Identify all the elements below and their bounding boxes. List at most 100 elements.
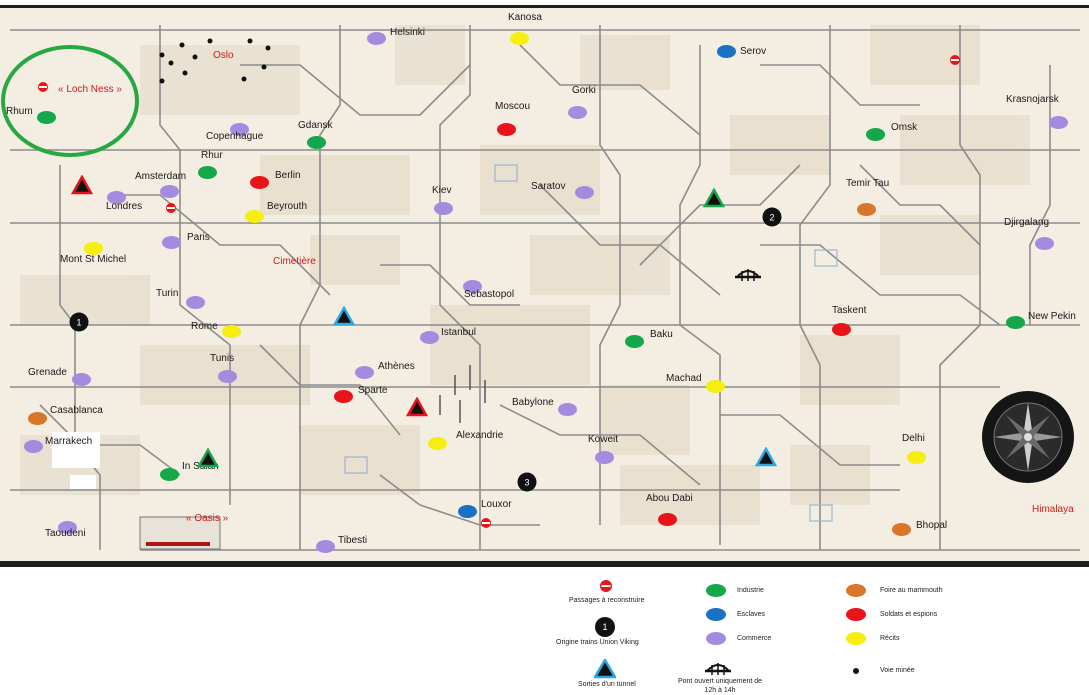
city-marker-londres[interactable] (107, 191, 126, 204)
city-label-oslo: Oslo (213, 50, 234, 61)
legend-voie-icon (853, 668, 859, 674)
city-marker-saratov[interactable] (575, 186, 594, 199)
bridge-icon[interactable] (733, 263, 763, 283)
tunnel-exit-marker[interactable] (755, 447, 777, 467)
city-marker-kanosa[interactable] (510, 32, 529, 45)
city-marker-istanbul[interactable] (420, 331, 439, 344)
city-marker-rhum[interactable] (37, 111, 56, 124)
city-marker-grenade[interactable] (72, 373, 91, 386)
city-marker-moscou[interactable] (497, 123, 516, 136)
city-marker-taskent[interactable] (832, 323, 851, 336)
legend-esclaves-label: Esclaves (737, 611, 766, 618)
legend: Passages à reconstruire 1 Origine trains… (0, 567, 1089, 695)
city-marker-kiev[interactable] (434, 202, 453, 215)
city-marker-casablanca[interactable] (28, 412, 47, 425)
city-marker-gdansk[interactable] (307, 136, 326, 149)
blank-patch (52, 432, 100, 468)
tunnel-exit-marker[interactable] (71, 175, 93, 195)
city-label-sebastopol: Sebastopol (464, 289, 515, 300)
passage-marker[interactable] (949, 54, 961, 66)
city-marker-new-pekin[interactable] (1006, 316, 1025, 329)
city-marker-djirgalang[interactable] (1035, 237, 1054, 250)
city-label-louxor: Louxor (481, 499, 512, 510)
city-marker-sebastopol[interactable] (463, 280, 482, 293)
city-marker-tibesti[interactable] (316, 540, 335, 553)
city-marker-rome[interactable] (222, 325, 241, 338)
viking-origin-marker[interactable]: 1 (69, 312, 89, 332)
city-marker-temir-tau[interactable] (857, 203, 876, 216)
city-label-casablanca: Casablanca (50, 405, 103, 416)
city-label-tibesti: Tibesti (338, 535, 368, 546)
city-label-himalaya: Himalaya (1032, 504, 1074, 515)
city-label-grenade: Grenade (28, 367, 67, 378)
city-marker-delhi[interactable] (907, 451, 926, 464)
legend-soldats-swatch (846, 608, 866, 621)
city-marker-tunis[interactable] (218, 370, 237, 383)
legend-recits-swatch (846, 632, 866, 645)
faint-symbols (344, 164, 838, 522)
city-marker-copenhague[interactable] (230, 123, 249, 136)
city-label-amsterdam: Amsterdam (135, 171, 187, 182)
city-marker-marrakech[interactable] (24, 440, 43, 453)
tunnel-exit-marker[interactable] (333, 306, 355, 326)
city-label-mont-st-michel: Mont St Michel (60, 254, 127, 265)
blank-patch (70, 475, 96, 489)
city-label-moscou: Moscou (495, 101, 531, 112)
city-marker-sparte[interactable] (334, 390, 353, 403)
city-marker-amsterdam[interactable] (160, 185, 179, 198)
city-marker-rhur[interactable] (198, 166, 217, 179)
passage-marker[interactable] (480, 517, 492, 529)
city-marker-turin[interactable] (186, 296, 205, 309)
city-marker-baku[interactable] (625, 335, 644, 348)
legend-industrie-swatch (706, 584, 726, 597)
passage-marker[interactable] (165, 202, 177, 214)
city-marker-athènes[interactable] (355, 366, 374, 379)
city-marker-koweit[interactable] (595, 451, 614, 464)
city-label-taskent: Taskent (832, 305, 867, 316)
city-label-new-pekin: New Pekin (1028, 311, 1076, 322)
city-marker-berlin[interactable] (250, 176, 269, 189)
city-marker-louxor[interactable] (458, 505, 477, 518)
city-marker-mont-st-michel[interactable] (84, 242, 103, 255)
city-label-istanbul: Istanbul (441, 327, 477, 338)
city-marker-serov[interactable] (717, 45, 736, 58)
city-marker-helsinki[interactable] (367, 32, 386, 45)
city-marker-omsk[interactable] (866, 128, 885, 141)
palm-trees (439, 365, 486, 423)
city-label-serov: Serov (740, 46, 767, 57)
city-marker-taoudeni[interactable] (58, 521, 77, 534)
city-label-sparte: Sparte (358, 385, 388, 396)
tunnel-exit-marker[interactable] (703, 188, 725, 208)
city-marker-in-salah[interactable] (160, 468, 179, 481)
city-marker-machad[interactable] (706, 380, 725, 393)
city-label-londres: Londres (106, 201, 143, 212)
city-marker-abou-dabi[interactable] (658, 513, 677, 526)
tunnel-exit-marker[interactable] (197, 448, 219, 468)
legend-esclaves-swatch (706, 608, 726, 621)
legend-industrie-label: Industrie (737, 587, 764, 594)
tunnel-exit-marker[interactable] (406, 397, 428, 417)
city-marker-beyrouth[interactable] (245, 210, 264, 223)
legend-voie-label: Voie minée (880, 667, 915, 674)
svg-text:1: 1 (76, 318, 81, 328)
city-marker-krasnojarsk[interactable] (1049, 116, 1068, 129)
city-label-athènes: Athènes (378, 361, 415, 372)
legend-origine-icon: 1 (595, 617, 615, 637)
city-label-temir-tau: Temir Tau (846, 178, 890, 189)
city-label-loch-ness: « Loch Ness » (58, 84, 122, 95)
viking-origin-marker[interactable]: 2 (762, 207, 782, 227)
city-marker-babylone[interactable] (558, 403, 577, 416)
city-marker-paris[interactable] (162, 236, 181, 249)
scale-bar (139, 516, 221, 550)
legend-commerce-label: Commerce (737, 635, 772, 642)
city-label-turin: Turin (156, 288, 179, 299)
city-marker-bhopal[interactable] (892, 523, 911, 536)
city-marker-gorki[interactable] (568, 106, 587, 119)
legend-tunnel-icon (594, 659, 616, 679)
passage-marker[interactable] (37, 81, 49, 93)
svg-text:2: 2 (769, 213, 774, 223)
city-marker-alexandrie[interactable] (428, 437, 447, 450)
viking-origin-marker[interactable]: 3 (517, 472, 537, 492)
